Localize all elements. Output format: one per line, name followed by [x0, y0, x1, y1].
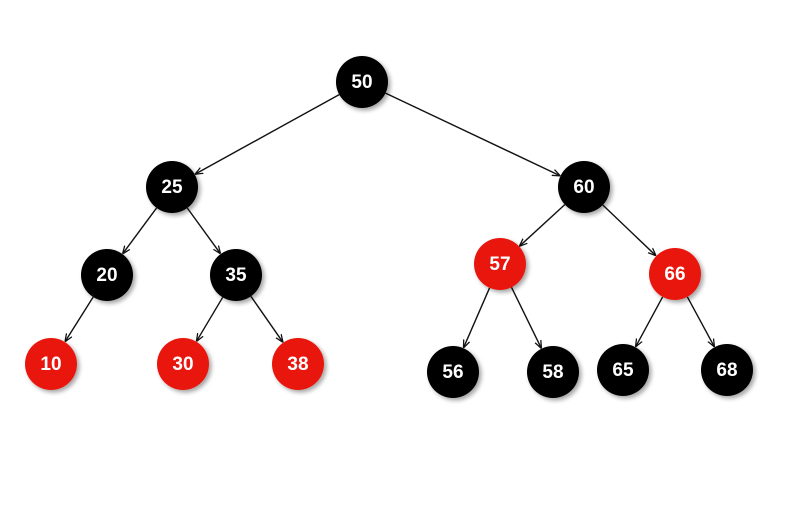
- node-label: 20: [96, 265, 117, 286]
- nodes-layer: 50 25 60 20 35 57 66 10 30 38 56 58 65 68: [25, 56, 753, 398]
- node-label: 25: [161, 177, 183, 198]
- edge-n25-n20: [123, 207, 158, 253]
- edge-n50-n25: [196, 93, 340, 174]
- node-circle-red: [25, 338, 77, 390]
- node-label: 30: [172, 354, 193, 375]
- edge-n35-n38: [250, 295, 283, 342]
- node-circle-black: [527, 346, 579, 398]
- edge-n60-n66: [602, 204, 656, 255]
- node-circle-red: [157, 338, 209, 390]
- node-circle-black: [597, 344, 649, 396]
- tree-node-66: 66: [649, 248, 701, 300]
- edge-n66-n68: [686, 296, 714, 346]
- tree-node-50: 50: [336, 56, 388, 108]
- tree-node-35: 35: [210, 249, 262, 301]
- tree-node-10: 10: [25, 338, 77, 390]
- node-circle-red: [474, 238, 526, 290]
- node-circle-black: [701, 344, 753, 396]
- edges-layer: [65, 92, 714, 348]
- node-label: 58: [542, 362, 563, 383]
- tree-node-58: 58: [527, 346, 579, 398]
- edge-n57-n56: [464, 287, 491, 347]
- edge-n20-n10: [65, 296, 94, 341]
- node-circle-black: [210, 249, 262, 301]
- node-label: 35: [225, 265, 247, 286]
- node-circle-red: [272, 338, 324, 390]
- edge-n25-n35: [186, 207, 220, 253]
- tree-node-56: 56: [427, 346, 479, 398]
- node-circle-black: [558, 161, 610, 213]
- tree-node-65: 65: [597, 344, 649, 396]
- node-circle-black: [336, 56, 388, 108]
- tree-node-60: 60: [558, 161, 610, 213]
- tree-node-20: 20: [81, 249, 133, 301]
- node-circle-black: [427, 346, 479, 398]
- node-circle-black: [81, 249, 133, 301]
- tree-node-25: 25: [146, 161, 198, 213]
- node-circle-red: [649, 248, 701, 300]
- node-label: 38: [287, 354, 308, 375]
- node-circle-black: [146, 161, 198, 213]
- edge-n35-n30: [197, 296, 224, 341]
- edge-n57-n58: [510, 286, 542, 348]
- edge-n50-n60: [385, 92, 560, 175]
- node-label: 50: [351, 72, 372, 93]
- node-label: 57: [489, 254, 510, 275]
- node-label: 56: [442, 362, 463, 383]
- node-label: 60: [573, 177, 594, 198]
- node-label: 66: [664, 264, 685, 285]
- node-label: 65: [612, 360, 634, 381]
- tree-node-57: 57: [474, 238, 526, 290]
- node-label: 10: [40, 354, 61, 375]
- tree-node-30: 30: [157, 338, 209, 390]
- node-label: 68: [716, 360, 737, 381]
- tree-node-38: 38: [272, 338, 324, 390]
- edge-n66-n65: [636, 296, 664, 346]
- tree-node-68: 68: [701, 344, 753, 396]
- edge-n60-n57: [520, 204, 566, 246]
